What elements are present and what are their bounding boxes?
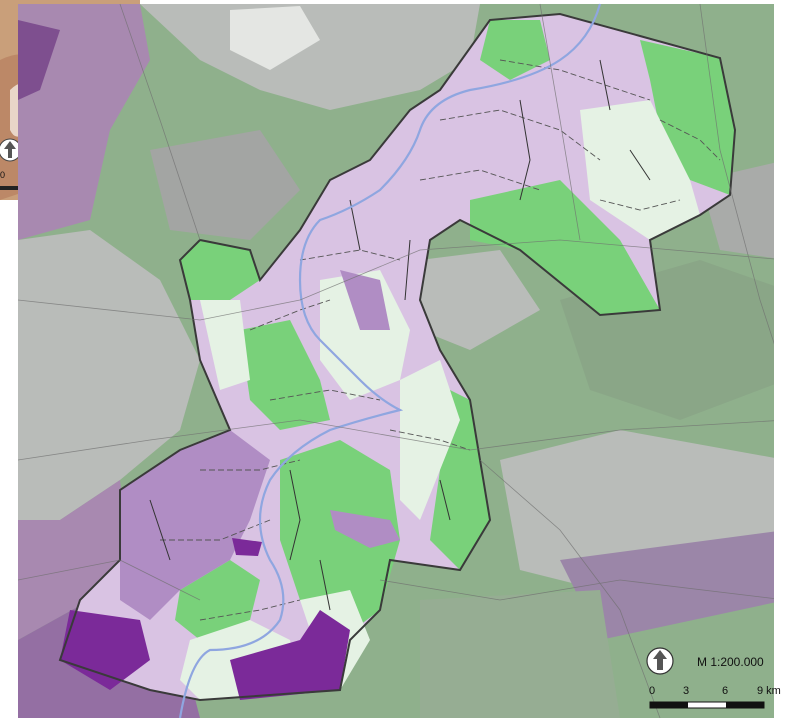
base-purple-zone bbox=[18, 4, 150, 240]
study-area bbox=[58, 12, 737, 702]
inset-north-arrow-icon bbox=[0, 138, 22, 162]
base-light-zone bbox=[230, 6, 320, 70]
scale-ratio-label: M 1:200.000 bbox=[697, 655, 764, 669]
pale-green-patch bbox=[580, 100, 700, 240]
base-purple-zone bbox=[18, 480, 130, 640]
inset-scale-bar bbox=[0, 186, 30, 190]
bright-green-patch bbox=[640, 40, 735, 195]
base-purple-zone bbox=[18, 20, 60, 100]
map-legend: M 1:200.000 0 3 6 9 km bbox=[646, 647, 781, 709]
mid-purple-zone bbox=[120, 430, 270, 620]
base-gray-zone bbox=[140, 4, 480, 110]
pale-green-patch bbox=[320, 270, 410, 400]
road-network bbox=[17, 3, 786, 718]
scale-tick-label: 9 km bbox=[757, 685, 781, 697]
bright-green-patch bbox=[470, 180, 660, 315]
study-area-border bbox=[58, 12, 737, 702]
bright-green-patch bbox=[175, 560, 260, 640]
parcel-lines bbox=[149, 59, 651, 611]
base-gray-zone bbox=[18, 230, 200, 520]
base-gray-zone bbox=[150, 130, 300, 240]
dark-purple-patch bbox=[232, 538, 262, 556]
scale-tick-label: 0 bbox=[649, 685, 655, 697]
north-arrow-icon bbox=[646, 647, 674, 675]
map-margin bbox=[774, 4, 786, 718]
scale-tick-label: 3 bbox=[683, 685, 689, 697]
dark-purple-patch bbox=[230, 610, 350, 700]
mid-purple-zone bbox=[340, 270, 390, 330]
base-purple-zone bbox=[560, 530, 786, 640]
bright-green-patch bbox=[280, 440, 400, 640]
scale-bar bbox=[649, 701, 765, 709]
map-margin bbox=[0, 200, 18, 718]
scale-tick-label: 6 bbox=[722, 685, 728, 697]
inset-scale-label: 0 bbox=[0, 170, 5, 180]
main-map bbox=[0, 3, 786, 718]
base-gray-zone bbox=[420, 250, 540, 350]
parcel-boundaries bbox=[160, 59, 721, 621]
mid-purple-zone bbox=[330, 510, 400, 548]
bright-green-patch bbox=[240, 320, 330, 430]
dark-purple-patch bbox=[60, 610, 150, 690]
pale-green-patch bbox=[400, 360, 460, 520]
base-green-zone bbox=[420, 590, 620, 718]
bright-green-patch bbox=[180, 240, 260, 300]
river bbox=[178, 3, 602, 718]
pale-green-patch bbox=[200, 300, 250, 390]
